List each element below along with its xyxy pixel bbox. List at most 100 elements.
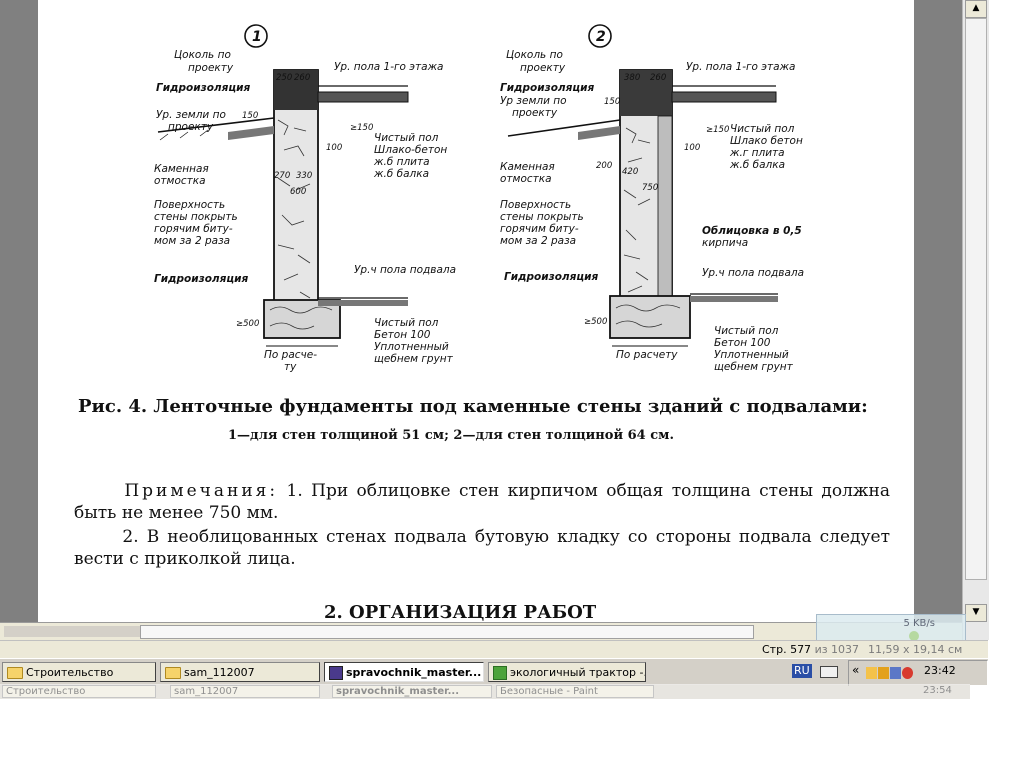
figure-left: 1 250 <box>154 24 456 373</box>
label-surface-l1: Поверхность <box>154 199 225 211</box>
section-heading: 2. ОРГАНИЗАЦИЯ РАБОТ <box>324 602 597 622</box>
label-basement-level-r: Ур.ч пола подвала <box>702 267 804 279</box>
right-margin <box>914 0 962 622</box>
label-surface-l3: горячим биту- <box>154 223 233 235</box>
dim-z150: ≥150 <box>350 123 373 133</box>
dim-270: 270 <box>274 171 290 181</box>
scroll-down-button[interactable]: ▼ <box>965 604 987 622</box>
label-base-layer-r3: Уплотненный <box>714 349 789 361</box>
label-ground-l1: Ур. земли по <box>156 109 226 121</box>
ghost-task-3: spravochnik_master... <box>332 685 492 698</box>
scroll-thumb[interactable] <box>965 18 987 580</box>
label-top-layer-2: Шлако-бетон <box>374 144 447 156</box>
label-plinth-r2: проекту <box>520 62 566 74</box>
task-sam-112007[interactable]: sam_112007 <box>160 662 320 682</box>
label-plinth-r1: Цоколь по <box>506 49 563 61</box>
horizontal-scrollbar[interactable] <box>0 622 962 641</box>
document-page: 1 250 <box>38 0 914 622</box>
tray-expand-icon[interactable]: « <box>852 663 860 677</box>
label-base-layer-1: Чистый пол <box>374 317 439 329</box>
label-base-layer-r1: Чистый пол <box>714 325 779 337</box>
document-viewer: 1 250 <box>0 0 962 622</box>
dim-500-r: ≥500 <box>584 317 607 327</box>
keyboard-icon[interactable] <box>820 666 838 678</box>
folder-icon <box>165 667 181 679</box>
label-top-layer-1: Чистый пол <box>374 132 439 144</box>
label-base-layer-2: Бетон 100 <box>374 329 431 341</box>
djvu-app-icon <box>329 666 343 680</box>
label-paving-l1: Каменная <box>154 163 209 175</box>
net-speed: 5 KB/s <box>903 618 935 629</box>
label-calc-l1: По расче- <box>264 349 317 361</box>
scroll-up-button[interactable]: ▲ <box>965 0 987 18</box>
label-paving-r2: отмостка <box>500 173 552 185</box>
label-basement-level: Ур.ч пола подвала <box>354 264 456 276</box>
label-waterproofing-top-r: Гидроизоляция <box>500 82 595 94</box>
label-surface-r2: стены покрыть <box>500 211 584 223</box>
label-top-layer-r3: ж.г плита <box>729 147 785 159</box>
dim-600: 600 <box>290 187 306 197</box>
warning-icon[interactable] <box>890 667 901 679</box>
label-waterproofing-top: Гидроизоляция <box>156 82 251 94</box>
task-label: sam_112007 <box>184 666 255 679</box>
figure-right-footing <box>609 295 691 339</box>
figure-right-cladding <box>657 115 673 303</box>
clock[interactable]: 23:42 <box>924 664 956 677</box>
label-waterproofing-bottom: Гидроизоляция <box>154 273 249 285</box>
status-bar: Стр. 577 из 1037 11,59 x 19,14 см <box>0 640 988 659</box>
label-waterproofing-bottom-r: Гидроизоляция <box>504 271 599 283</box>
lightning-icon[interactable] <box>878 667 889 679</box>
label-plinth-l2: проекту <box>188 62 234 74</box>
page-total: из 1037 <box>814 643 860 656</box>
label-top-layer-r2: Шлако бетон <box>730 135 803 147</box>
hscroll-thumb[interactable] <box>140 625 754 639</box>
label-top-layer-r1: Чистый пол <box>730 123 795 135</box>
label-cladding-r2: кирпича <box>702 237 748 249</box>
net-activity-icon <box>909 631 919 641</box>
label-base-layer-3: Уплотненный <box>374 341 449 353</box>
task-stroitelstvo[interactable]: Строительство <box>2 662 156 682</box>
task-label: Строительство <box>26 666 114 679</box>
label-top-layer-3: ж.б плита <box>373 156 430 168</box>
ghost-task-4: Безопасные - Paint <box>496 685 654 698</box>
taskbar: Строительство sam_112007 spravochnik_mas… <box>0 658 988 686</box>
label-top-layer-4: ж.б балка <box>373 168 429 180</box>
language-indicator[interactable]: RU <box>792 664 812 678</box>
task-label: экологичный трактор -... <box>510 666 646 679</box>
antivirus-icon[interactable] <box>902 667 913 679</box>
label-top-layer-r4: ж.б балка <box>729 159 785 171</box>
label-ground-r1: Ур земли по <box>500 95 567 107</box>
ghost-task-2: sam_112007 <box>170 685 320 698</box>
task-spravochnik[interactable]: spravochnik_master... <box>324 662 484 682</box>
dim-250: 250 <box>276 73 292 83</box>
browser-icon <box>493 666 507 680</box>
ghost-taskbar: Строительство sam_112007 spravochnik_mas… <box>0 684 970 699</box>
label-cladding-r1: Облицовка в 0,5 <box>702 225 802 237</box>
label-surface-l4: мом за 2 раза <box>154 235 230 247</box>
label-calc-r: По расчету <box>616 349 678 361</box>
folder-icon <box>7 667 23 679</box>
dim-420: 420 <box>622 167 638 177</box>
label-paving-r1: Каменная <box>500 161 555 173</box>
label-base-layer-r2: Бетон 100 <box>714 337 771 349</box>
note-2: 2. В необлицованных стенах подвала бутов… <box>74 526 890 570</box>
dim-330: 330 <box>296 171 312 181</box>
dim-260: 260 <box>294 73 310 83</box>
vertical-scrollbar[interactable]: ▲ ▼ <box>962 0 989 640</box>
page-current: Стр. 577 <box>762 643 812 656</box>
figure-right-number-circle <box>588 24 612 48</box>
label-base-layer-4: щебнем грунт <box>374 353 454 365</box>
note-1: Примечания: 1. При облицовке стен кирпич… <box>74 480 890 524</box>
note-2-text: 2. В необлицованных стенах подвала бутов… <box>74 527 890 569</box>
notes-label: Примечания: <box>124 481 279 501</box>
figure-caption: Рис. 4. Ленточные фундаменты под каменны… <box>78 396 868 417</box>
dim-200: 200 <box>596 161 612 171</box>
label-ground-r2: проекту <box>512 107 558 119</box>
page-indicator: Стр. 577 из 1037 <box>762 643 859 656</box>
task-tractor[interactable]: экологичный трактор -... <box>488 662 646 682</box>
dim-150-r: 150 <box>604 97 620 107</box>
tray-app-icon[interactable] <box>866 667 877 679</box>
dim-500: ≥500 <box>236 319 259 329</box>
task-label: spravochnik_master... <box>346 666 482 679</box>
dim-750: 750 <box>642 183 658 193</box>
